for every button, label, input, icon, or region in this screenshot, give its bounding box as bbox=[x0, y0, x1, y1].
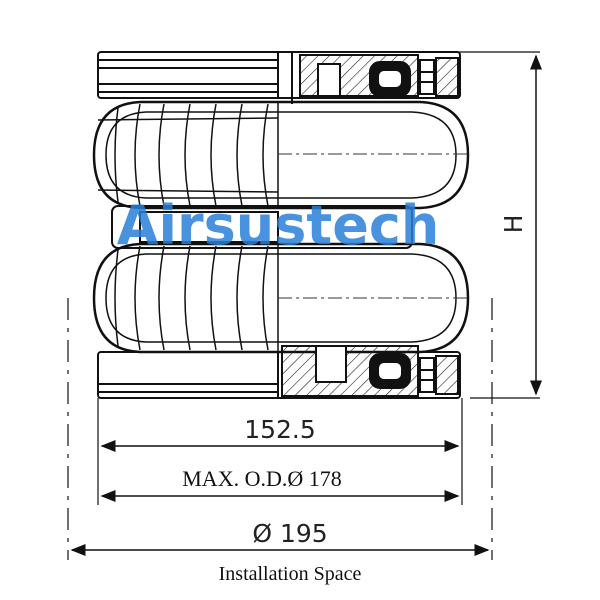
center-lines bbox=[278, 153, 470, 299]
girdle-ring bbox=[111, 205, 413, 249]
extension-lines bbox=[67, 51, 540, 560]
watermark: Airsustech bbox=[117, 194, 440, 257]
installation-diameter-label: Ø 195 bbox=[252, 519, 327, 548]
caption: Installation Space bbox=[219, 563, 362, 585]
max-od-label: MAX. O.D.Ø 178 bbox=[182, 466, 342, 491]
inner-width-label: 152.5 bbox=[244, 415, 316, 444]
height-label: H bbox=[499, 215, 528, 234]
upper-bellow bbox=[92, 100, 470, 210]
top-bead-plate bbox=[97, 51, 461, 104]
bottom-bead-plate bbox=[97, 345, 461, 399]
